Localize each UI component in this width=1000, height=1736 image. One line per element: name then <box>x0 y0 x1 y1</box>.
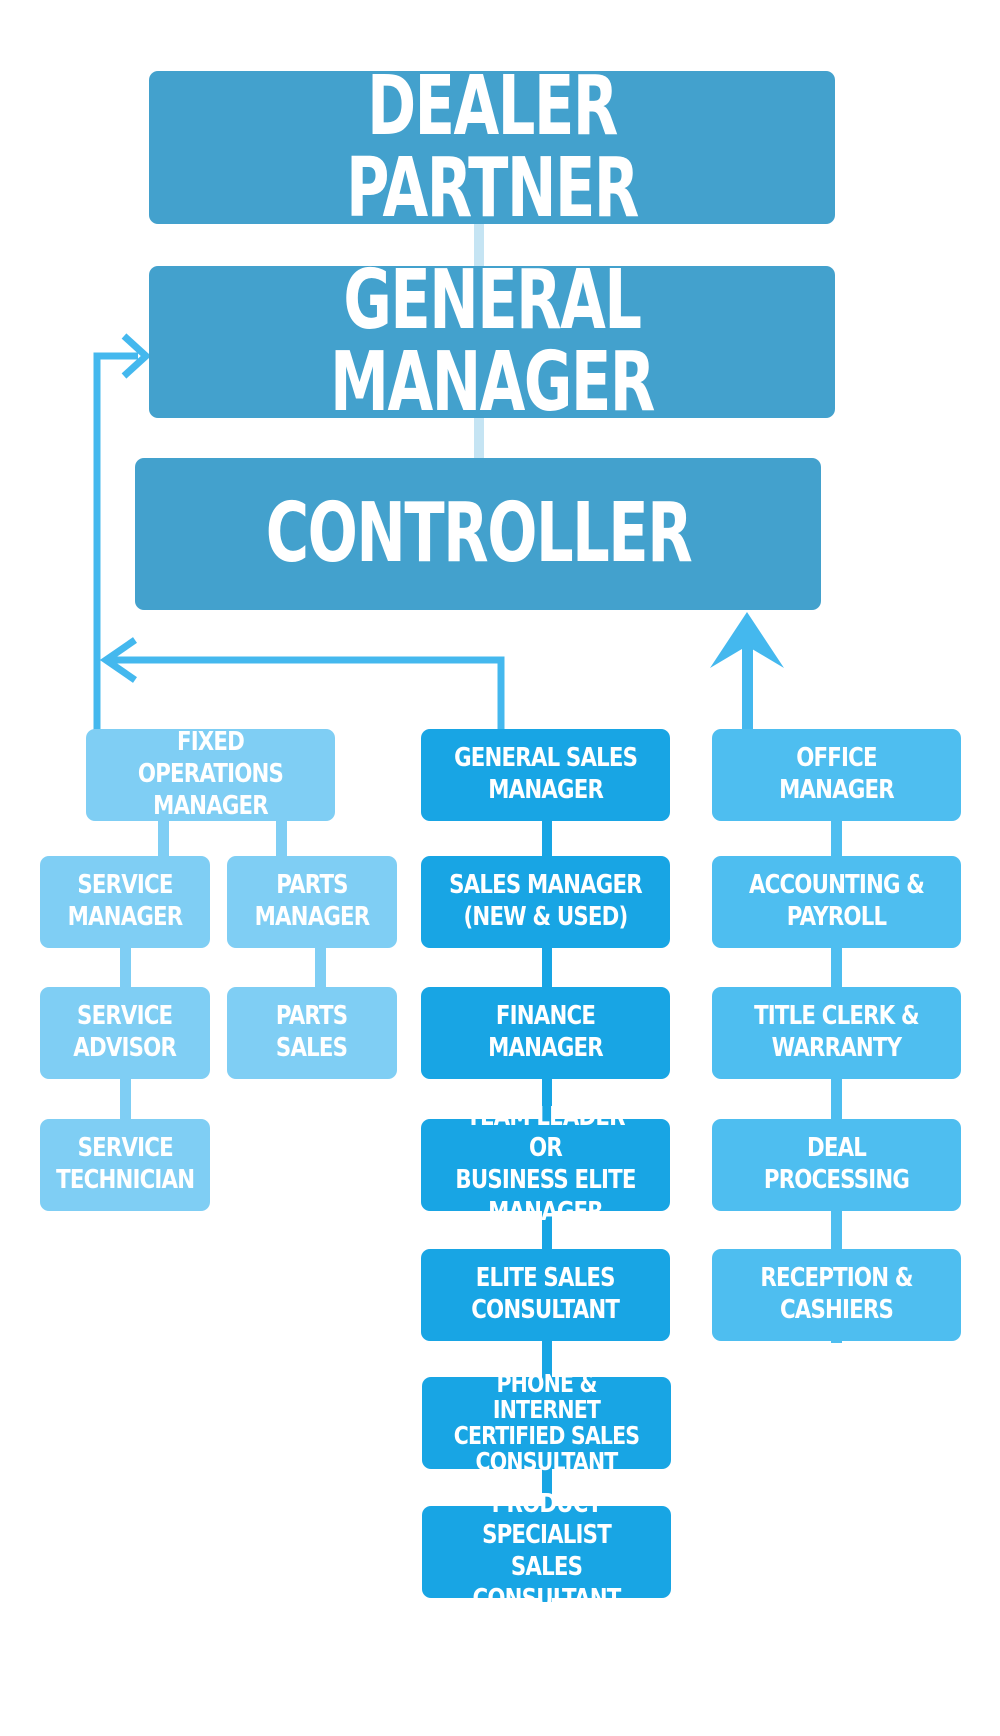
office-spine <box>831 815 842 1343</box>
title-clerk-label: TITLE CLERK & WARRANTY <box>754 1001 919 1063</box>
gm-to-dealer-shaft <box>474 219 484 266</box>
service-manager-label: SERVICE MANAGER <box>67 870 184 932</box>
service-advisor-box: SERVICE ADVISOR <box>40 987 210 1079</box>
team-leader-box: TEAM LEADER OR BUSINESS ELITE MANAGER <box>421 1102 670 1227</box>
elite-sales-consultant-box: ELITE SALES CONSULTANT <box>421 1249 670 1341</box>
reception-cashiers-label: RECEPTION & CASHIERS <box>760 1263 913 1325</box>
service-manager-to-advisor <box>120 948 131 992</box>
general-sales-manager-box: GENERAL SALES MANAGER <box>421 729 670 821</box>
office-to-controller-arrowhead <box>710 612 784 668</box>
phone-internet-consultant-box: PHONE & INTERNET CERTIFIED SALES CONSULT… <box>422 1370 671 1475</box>
parts-sales-label: PARTS SALES <box>276 1001 348 1063</box>
sales-bus-arrowhead <box>99 637 137 683</box>
fixed-ops-connector-left <box>158 821 169 861</box>
service-technician-box: SERVICE TECHNICIAN <box>40 1119 210 1211</box>
office-to-controller-shaft <box>742 634 753 730</box>
sales-manager-label: SALES MANAGER (NEW & USED) <box>449 870 642 932</box>
service-advisor-to-technician <box>120 1079 131 1123</box>
deal-processing-label: DEAL PROCESSING <box>763 1133 910 1195</box>
controller-to-gm-shaft <box>474 418 484 458</box>
general-manager-box: GENERAL MANAGER <box>149 260 835 424</box>
deal-processing-box: DEAL PROCESSING <box>712 1119 961 1211</box>
team-leader-label: TEAM LEADER OR BUSINESS ELITE MANAGER <box>455 1101 636 1227</box>
service-advisor-label: SERVICE ADVISOR <box>73 1001 178 1063</box>
accounting-payroll-label: ACCOUNTING & PAYROLL <box>748 870 925 932</box>
office-manager-label: OFFICE MANAGER <box>779 743 895 805</box>
parts-sales-box: PARTS SALES <box>227 987 397 1079</box>
dealer-partner-box: DEALER PARTNER <box>149 65 835 229</box>
parts-manager-box: PARTS MANAGER <box>227 856 397 948</box>
sales-manager-box: SALES MANAGER (NEW & USED) <box>421 856 670 948</box>
product-specialist-label: PRODUCT SPECIALIST SALES CONSULTANT <box>472 1488 622 1614</box>
finance-manager-box: FINANCE MANAGER <box>421 987 670 1079</box>
service-technician-label: SERVICE TECHNICIAN <box>55 1133 195 1195</box>
fixed-operations-manager-label: FIXED OPERATIONS MANAGER <box>137 727 284 821</box>
parts-manager-label: PARTS MANAGER <box>254 870 371 932</box>
title-clerk-box: TITLE CLERK & WARRANTY <box>712 987 961 1079</box>
service-manager-box: SERVICE MANAGER <box>40 856 210 948</box>
reception-cashiers-box: RECEPTION & CASHIERS <box>712 1249 961 1341</box>
general-sales-manager-label: GENERAL SALES MANAGER <box>453 743 638 805</box>
parts-manager-to-sales <box>315 948 326 992</box>
accounting-payroll-box: ACCOUNTING & PAYROLL <box>712 856 961 948</box>
controller-box: CONTROLLER <box>135 458 821 610</box>
phone-internet-consultant-label: PHONE & INTERNET CERTIFIED SALES CONSULT… <box>453 1368 640 1477</box>
general-manager-label: GENERAL MANAGER <box>330 253 655 430</box>
fixed-ops-to-gm-line <box>93 352 138 730</box>
controller-label: CONTROLLER <box>265 486 692 581</box>
sales-to-bus-line <box>106 656 505 730</box>
dealer-partner-label: DEALER PARTNER <box>346 58 639 236</box>
product-specialist-box: PRODUCT SPECIALIST SALES CONSULTANT <box>422 1489 671 1614</box>
finance-manager-label: FINANCE MANAGER <box>488 1001 604 1063</box>
elite-sales-consultant-label: ELITE SALES CONSULTANT <box>471 1263 621 1325</box>
fixed-ops-connector-right <box>276 821 287 861</box>
fixed-ops-to-gm-arrowhead <box>121 333 152 379</box>
office-manager-box: OFFICE MANAGER <box>712 729 961 821</box>
fixed-operations-manager-box: FIXED OPERATIONS MANAGER <box>86 727 335 821</box>
